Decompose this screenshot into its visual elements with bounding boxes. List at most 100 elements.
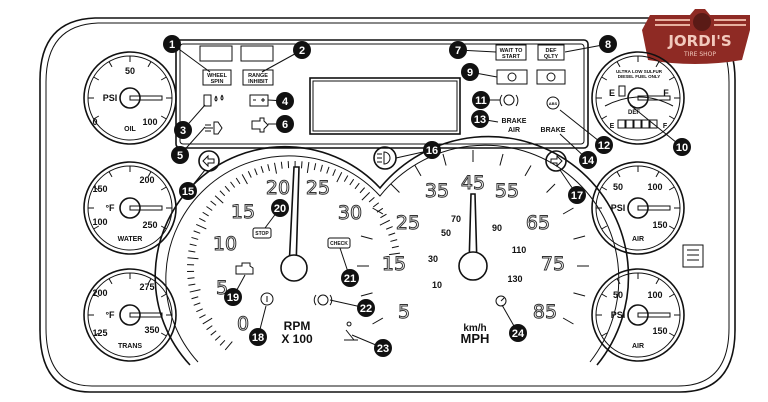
tach-tick (230, 181, 236, 188)
tach-tick (196, 224, 207, 230)
tach-tick (326, 166, 330, 174)
svg-text:F: F (663, 88, 669, 98)
svg-text:9: 9 (467, 67, 473, 79)
svg-text:10: 10 (213, 233, 237, 255)
tach-tick (336, 172, 343, 183)
callout-7: 7 (449, 41, 467, 59)
tach-tick (193, 302, 201, 306)
callout-22: 22 (357, 299, 375, 317)
svg-text:7: 7 (455, 45, 461, 57)
tach-tick (206, 206, 213, 211)
svg-text:65: 65 (526, 212, 550, 234)
callout-leader (629, 104, 683, 148)
svg-text:F: F (663, 123, 668, 130)
tachometer-needle (288, 166, 300, 269)
check-engine-icon: CHECK (327, 237, 351, 249)
svg-text:TIRE SHOP: TIRE SHOP (683, 51, 716, 58)
def-level-bar (617, 119, 658, 129)
speed-tick (372, 207, 384, 215)
speed-tick (390, 183, 400, 193)
tach-speedo-outline (154, 135, 630, 366)
engine-icon (235, 262, 254, 275)
callout-18: 18 (249, 328, 267, 346)
svg-text:JORDI'S: JORDI'S (667, 32, 731, 50)
callout-6: 6 (276, 115, 294, 133)
trailer-abs-light (496, 69, 528, 85)
svg-text:15: 15 (231, 201, 255, 223)
svg-text:RPM: RPM (284, 319, 311, 333)
gauge-unit: °F (105, 310, 115, 320)
tach-tick (343, 175, 349, 182)
svg-text:45: 45 (461, 172, 485, 194)
tach-tick (219, 190, 226, 197)
callout-16: 16 (423, 141, 441, 159)
svg-text:START: START (502, 54, 521, 60)
svg-text:0: 0 (237, 313, 249, 335)
gauge-tick-label: 200 (92, 288, 107, 298)
svg-text:4: 4 (282, 96, 289, 108)
callout-1: 1 (163, 35, 181, 53)
tach-tick (368, 197, 375, 203)
svg-text:24: 24 (512, 328, 525, 340)
speed-tick (372, 317, 384, 325)
svg-text:DEF: DEF (546, 48, 558, 54)
seatbelt-icon (344, 321, 358, 341)
tach-tick (193, 230, 201, 234)
tach-speedo-inner-outline (165, 144, 620, 363)
svg-text:14: 14 (582, 155, 595, 167)
tractor-abs-light (536, 69, 566, 85)
gauge-tick-label: 100 (142, 117, 157, 127)
gauge-unit: PSI (611, 310, 626, 320)
svg-text:15: 15 (382, 253, 406, 275)
fuel-gauge-dial (591, 51, 685, 145)
tach-tick (214, 195, 224, 204)
svg-text:SPIN: SPIN (211, 79, 224, 85)
tach-tick (206, 325, 213, 331)
svg-text:5: 5 (177, 150, 183, 162)
tach-tick (188, 250, 196, 253)
gauge-tick-label: 150 (652, 220, 667, 230)
gauge-label: TRANS (118, 343, 142, 350)
svg-text:STOP: STOP (255, 231, 269, 237)
svg-text:21: 21 (344, 273, 356, 285)
gauge-tick-label: 350 (144, 325, 159, 335)
callout-19: 19 (224, 288, 242, 306)
svg-text:INHIBIT: INHIBIT (248, 79, 269, 85)
callout-5: 5 (171, 146, 189, 164)
callout-20: 20 (271, 199, 289, 217)
svg-text:11: 11 (475, 95, 487, 107)
callout-12: 12 (595, 136, 613, 154)
tach-tick (235, 177, 241, 185)
svg-text:16: 16 (426, 145, 438, 157)
gauge-needle (637, 312, 671, 318)
svg-text:20: 20 (274, 203, 286, 215)
svg-text:12: 12 (598, 140, 610, 152)
svg-text:50: 50 (441, 228, 451, 238)
dpf-icon (205, 121, 223, 135)
speed-tick (562, 207, 574, 215)
tach-tick (380, 213, 387, 219)
svg-text:ULTRA LOW SULFUR: ULTRA LOW SULFUR (616, 69, 663, 74)
svg-text:110: 110 (512, 245, 527, 255)
tach-tick (280, 161, 283, 169)
tach-tick (199, 217, 206, 222)
tach-tick (202, 317, 213, 325)
tach-tick (391, 245, 399, 249)
svg-text:CHECK: CHECK (330, 241, 348, 247)
svg-text:BRAKE: BRAKE (541, 127, 566, 134)
callout-24: 24 (509, 324, 527, 342)
gauge-tick-label: 275 (139, 282, 154, 292)
tach-tick (320, 164, 323, 172)
svg-text:3: 3 (180, 125, 186, 137)
tach-tick (224, 185, 230, 192)
cruise-control-icon (495, 295, 507, 307)
gauge-hub (119, 304, 141, 326)
gauge-unit: °F (105, 203, 115, 213)
gauge-tick-label: 125 (92, 328, 107, 338)
svg-text:10: 10 (676, 142, 688, 154)
svg-text:130: 130 (507, 274, 522, 284)
